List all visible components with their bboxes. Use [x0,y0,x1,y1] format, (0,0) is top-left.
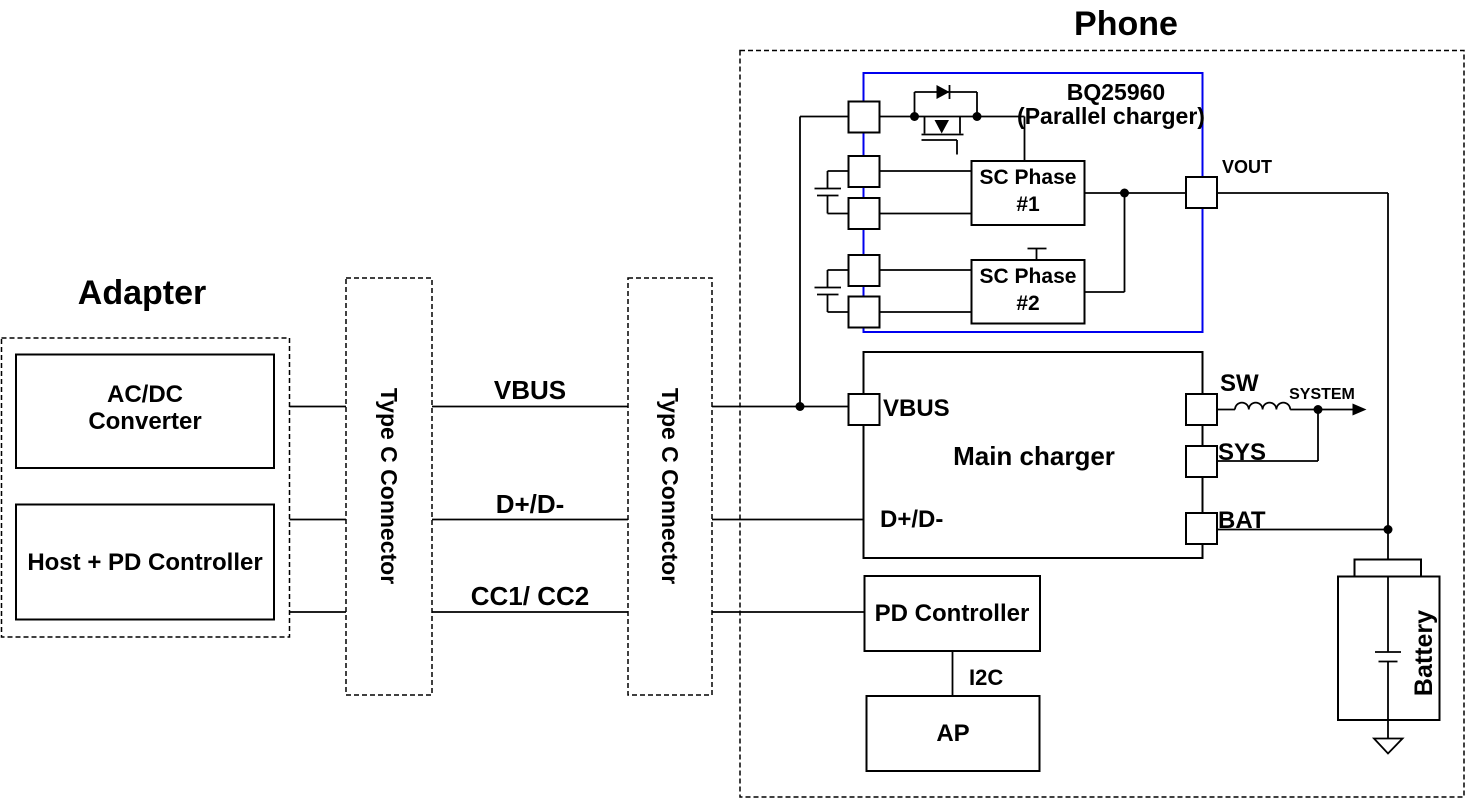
junction-dot-vbus [795,402,805,411]
vout-pin-label: VOUT [1222,157,1272,177]
pin-squares [847,100,1218,545]
acdc-converter-box [15,353,275,469]
main-charger-data-pin-label: D+/D- [880,506,943,533]
battery-label: Battery [1410,610,1438,696]
pin-parallel-vbus [847,100,881,134]
host-pd-controller-label: Host + PD Controller [27,549,262,576]
pin-sys [1185,445,1218,478]
main-charger-title: Main charger [953,441,1115,471]
battery: Battery [1337,558,1441,755]
pin-sw [1185,393,1218,426]
cc-bus-label: CC1/ CC2 [471,581,589,611]
adapter-title: Adapter [78,274,206,312]
flying-capacitor-2 [814,269,849,313]
type-c-connector-right-box [627,277,713,696]
sc-phase-1-label-line2: #1 [1016,193,1040,216]
pin-vout [1185,176,1218,209]
pin-phase2-bottom [847,295,881,329]
sc-phase-2-label-line2: #2 [1016,292,1039,315]
system-label: SYSTEM [1289,386,1355,403]
sc-phase-1-box [970,160,1086,226]
junction-dot-phase-outputs [1120,188,1129,198]
pin-bat [1185,512,1218,545]
mosfet-arrow [934,120,949,134]
system-output: SYSTEM [1217,386,1367,462]
sys-pin-label: SYS [1218,439,1266,466]
pin-main-vbus [847,393,881,426]
phone-outline [739,49,1465,798]
vbus-bus-label: VBUS [494,375,566,405]
data-bus-label: D+/D- [496,489,565,519]
type-c-connector-left-label: Type C Connector [376,388,402,584]
sw-pin-label: SW [1220,370,1259,397]
pd-controller-box [863,575,1041,652]
type-c-connector-right-label: Type C Connector [657,388,683,584]
inductor-coil [1234,401,1292,410]
phase2-terminal-stub [1027,247,1047,260]
pin-phase2-top [847,254,881,287]
parallel-charger-label: (Parallel charger) [1017,103,1205,129]
flying-capacitor-1 [814,170,849,215]
diode-triangle [936,85,950,99]
junction-dot-bat [1383,525,1393,534]
junction-dot-mosfet-left [910,112,919,121]
sc-phase-2-label-line1: SC Phase [980,265,1077,288]
type-c-connector-left-box [345,277,433,696]
sc-phase-2-box [970,259,1086,325]
parallel-charger-wiring [799,85,1186,407]
ap-label: AP [936,720,969,747]
host-pd-controller-box [15,503,275,621]
sc-phase-1-label-line1: SC Phase [980,166,1077,189]
phone-title: Phone [1074,5,1178,43]
system-arrowhead [1352,403,1367,416]
mosfet-symbol [921,116,964,155]
pd-controller-label: PD Controller [875,600,1030,627]
i2c-label: I2C [969,665,1003,690]
bq25960-label: BQ25960 [1067,79,1165,105]
main-charger-vbus-pin-label: VBUS [883,395,950,422]
pin-phase1-bottom [847,197,881,230]
acdc-converter-label-line2: Converter [88,408,201,435]
ground-icon [1371,737,1405,755]
pin-phase1-top [847,155,881,188]
main-charger-box [862,351,1204,559]
battery-terminal-cap [1353,558,1422,578]
junction-dot-mosfet-right [972,112,982,121]
acdc-converter-label-line1: AC/DC [107,381,183,408]
adapter-outline [0,337,291,638]
ap-box [865,695,1041,772]
body-diode [913,85,978,117]
